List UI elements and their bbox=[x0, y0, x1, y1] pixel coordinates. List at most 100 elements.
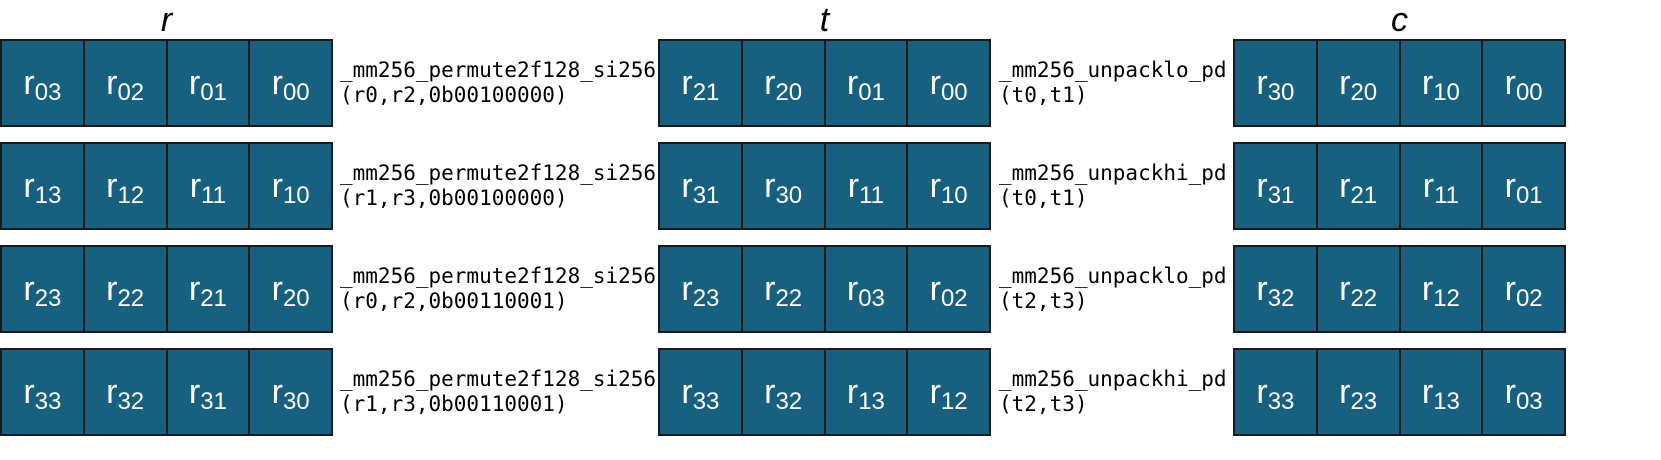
intrinsic-name: _mm256_unpackhi_pd bbox=[999, 367, 1227, 391]
cell-prefix: r bbox=[1422, 166, 1435, 205]
cell-prefix: r bbox=[764, 269, 776, 308]
cell-prefix: r bbox=[929, 63, 941, 102]
cell-subscript: 10 bbox=[940, 182, 968, 209]
ops1-label-1: _mm256_permute2f128_si256(r1,r3,0b001000… bbox=[340, 161, 656, 211]
intrinsic-name: _mm256_unpackhi_pd bbox=[999, 161, 1227, 185]
cell-subscript: 11 bbox=[859, 182, 884, 209]
cell-prefix: r bbox=[1339, 372, 1351, 411]
cell-subscript: 03 bbox=[858, 285, 885, 312]
intrinsic-args: (t2,t3) bbox=[999, 289, 1088, 313]
cell-prefix: r bbox=[929, 372, 941, 411]
cell-subscript: 03 bbox=[34, 79, 62, 106]
cell-prefix: r bbox=[681, 166, 693, 205]
cell-subscript: 00 bbox=[940, 79, 968, 106]
cell-prefix: r bbox=[1256, 269, 1268, 308]
cell-subscript: 30 bbox=[775, 182, 803, 209]
cell-subscript: 21 bbox=[200, 285, 227, 312]
cell-subscript: 31 bbox=[200, 388, 227, 415]
cell-subscript: 01 bbox=[858, 79, 885, 106]
cell-prefix: r bbox=[846, 372, 859, 411]
cell-prefix: r bbox=[1339, 63, 1351, 102]
ops2-label-2: _mm256_unpacklo_pd(t2,t3) bbox=[999, 264, 1227, 314]
cell-subscript: 22 bbox=[1350, 285, 1378, 312]
cell-subscript: 11 bbox=[201, 182, 226, 209]
cell-prefix: r bbox=[188, 372, 201, 411]
cell-prefix: r bbox=[271, 372, 283, 411]
ops1-label-3: _mm256_permute2f128_si256(r1,r3,0b001100… bbox=[340, 367, 656, 417]
intrinsic-name: _mm256_unpacklo_pd bbox=[999, 58, 1227, 82]
cell-prefix: r bbox=[1421, 63, 1434, 102]
cell-subscript: 32 bbox=[775, 388, 803, 415]
ops1-label-0: _mm256_permute2f128_si256(r0,r2,0b001000… bbox=[340, 58, 656, 108]
cell-subscript: 13 bbox=[34, 182, 62, 209]
cell-prefix: r bbox=[681, 63, 693, 102]
ops2-label-1: _mm256_unpackhi_pd(t0,t1) bbox=[999, 161, 1227, 211]
cell-prefix: r bbox=[929, 166, 941, 205]
cell-prefix: r bbox=[23, 372, 35, 411]
cell-prefix: r bbox=[1504, 269, 1516, 308]
cell-prefix: r bbox=[189, 166, 202, 205]
cell-prefix: r bbox=[1421, 269, 1434, 308]
cell-prefix: r bbox=[846, 269, 859, 308]
cell-subscript: 13 bbox=[1433, 388, 1460, 415]
cell-prefix: r bbox=[106, 166, 118, 205]
cell-subscript: 01 bbox=[1515, 182, 1543, 209]
cell-prefix: r bbox=[106, 269, 118, 308]
cell-prefix: r bbox=[188, 269, 201, 308]
cell-prefix: r bbox=[681, 372, 693, 411]
cell-subscript: 30 bbox=[282, 388, 310, 415]
cell-subscript: 31 bbox=[692, 182, 720, 209]
column-title-c: c bbox=[1391, 1, 1408, 39]
cell-subscript: 23 bbox=[1350, 388, 1378, 415]
intrinsic-args: (r0,r2,0b00100000) bbox=[340, 83, 568, 107]
cell-prefix: r bbox=[929, 269, 941, 308]
cell-subscript: 03 bbox=[1515, 388, 1543, 415]
cell-prefix: r bbox=[271, 269, 283, 308]
intrinsic-args: (t0,t1) bbox=[999, 186, 1088, 210]
intrinsic-args: (t2,t3) bbox=[999, 392, 1088, 416]
cell-subscript: 11 bbox=[1434, 182, 1459, 209]
ops1-label-2: _mm256_permute2f128_si256(r0,r2,0b001100… bbox=[340, 264, 656, 314]
cell-prefix: r bbox=[764, 372, 776, 411]
cell-prefix: r bbox=[271, 166, 283, 205]
intrinsic-name: _mm256_permute2f128_si256 bbox=[340, 367, 657, 391]
column-title-r: r bbox=[160, 1, 173, 39]
cell-subscript: 12 bbox=[117, 182, 145, 209]
cell-subscript: 22 bbox=[775, 285, 803, 312]
cell-subscript: 12 bbox=[1433, 285, 1460, 312]
cell-subscript: 23 bbox=[34, 285, 62, 312]
cell-prefix: r bbox=[23, 166, 35, 205]
ops2-label-3: _mm256_unpackhi_pd(t2,t3) bbox=[999, 367, 1227, 417]
